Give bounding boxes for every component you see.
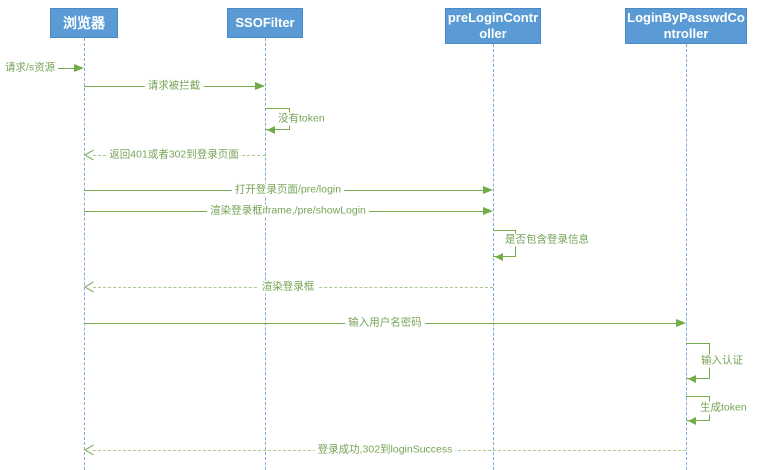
participant-box-browser: 浏览器 (50, 8, 118, 38)
lifeline-loginbypasswdcontroller (686, 44, 687, 470)
participant-box-loginbypasswdcontroller: LoginByPasswdController (625, 8, 747, 44)
message-label: 输入认证 (698, 354, 746, 368)
participant-label: SSOFilter (235, 15, 295, 30)
participant-box-ssofilter: SSOFilter (227, 8, 303, 38)
message-label: 没有token (275, 112, 328, 126)
message-label: 生成token (697, 401, 750, 415)
participant-label: preLoginController (447, 10, 539, 41)
message-label: 请求被拦截 (144, 79, 204, 93)
lifeline-prelogincontroller (493, 44, 494, 470)
open-arrowhead-left-icon (84, 444, 94, 456)
participant-label: LoginByPasswdController (627, 10, 745, 41)
lifeline-browser (84, 38, 85, 470)
participant-box-prelogincontroller: preLoginController (445, 8, 541, 44)
message-label: 请求/s资源 (2, 61, 59, 75)
message-label: 打开登录页面/pre/login (231, 183, 345, 197)
arrowhead-right-icon (255, 82, 265, 90)
arrowhead-left-icon (688, 375, 696, 383)
arrowhead-right-icon (676, 319, 686, 327)
message-label: 返回401或者302到登录页面 (106, 148, 242, 162)
open-arrowhead-left-icon (84, 149, 94, 161)
arrowhead-right-icon (483, 186, 493, 194)
arrowhead-right-icon (483, 207, 493, 215)
message-label: 输入用户名密码 (345, 316, 425, 330)
lifeline-ssofilter (265, 38, 266, 470)
arrowhead-right-icon (74, 64, 84, 72)
message-label: 是否包含登录信息 (502, 233, 592, 247)
arrowhead-left-icon (688, 417, 696, 425)
open-arrowhead-left-icon (84, 281, 94, 293)
message-label: 渲染登录框iframe,/pre/showLogin (207, 204, 369, 218)
arrowhead-left-icon (267, 126, 275, 134)
arrowhead-left-icon (495, 253, 503, 261)
message-label: 渲染登录框 (258, 280, 318, 294)
participant-label: 浏览器 (63, 15, 105, 31)
message-label: 登录成功,302到loginSuccess (314, 443, 456, 457)
